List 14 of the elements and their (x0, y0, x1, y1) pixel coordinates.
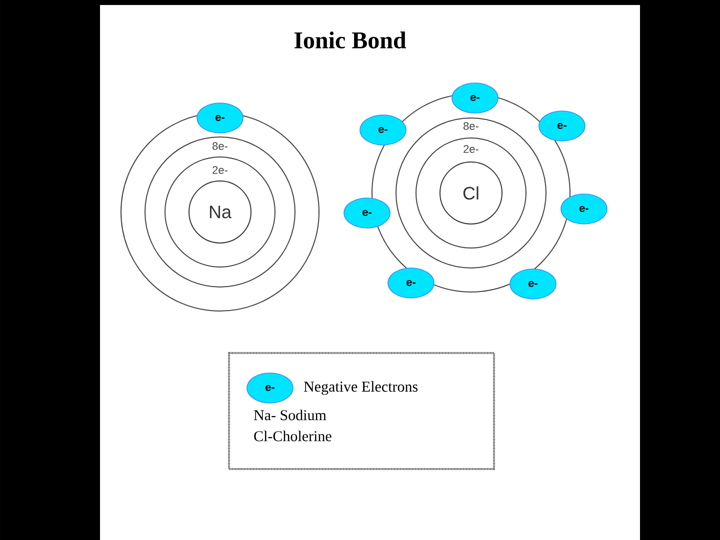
electron: e- (510, 268, 556, 300)
shell-label: 8e- (211, 141, 229, 151)
shell-label: 2e- (211, 165, 229, 175)
title: Ionic Bond (294, 32, 406, 48)
electron: e- (246, 372, 294, 404)
shell-label: 8e- (462, 121, 480, 131)
electron: e- (388, 268, 434, 298)
electron: e- (360, 114, 406, 146)
electron: e- (452, 82, 498, 114)
shell-label: 2e- (462, 144, 480, 154)
electron: e- (560, 194, 608, 224)
electron: e- (344, 198, 390, 228)
electron: e- (196, 102, 244, 134)
electron: e- (538, 110, 586, 142)
